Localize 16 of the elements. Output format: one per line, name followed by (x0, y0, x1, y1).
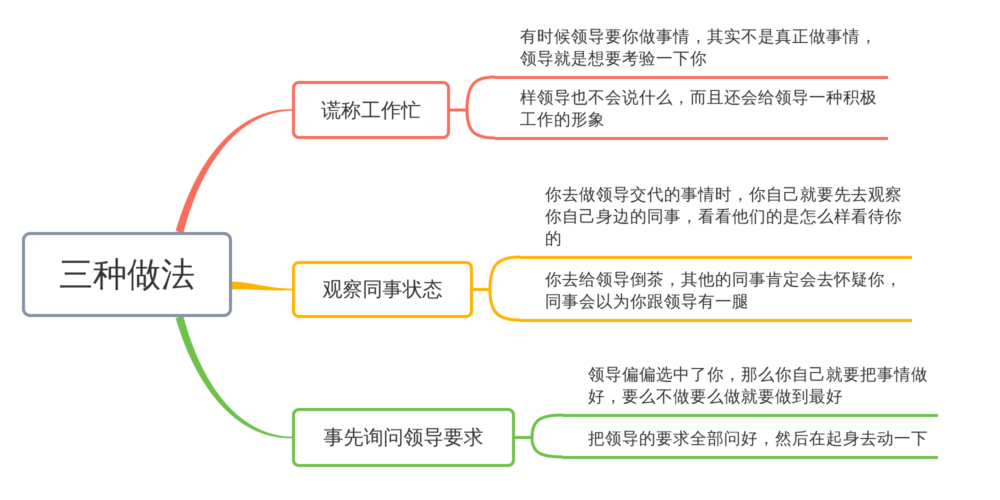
connector-line (515, 436, 564, 458)
connector-line (450, 108, 496, 140)
topic-box: 事先询问领导要求 (292, 408, 515, 467)
branch-connector (176, 316, 292, 438)
branch-connector (176, 109, 292, 234)
underlined-topic: 你去做领导交代的事情时，你自己就要先去观察你自己身边的同事，看看他们的是怎么样看待你的 (520, 182, 912, 258)
topic-box: 谎称工作忙 (292, 81, 450, 139)
central-topic-box: 三种做法 (22, 232, 232, 317)
underlined-topic: 有时候领导要你做事情，其实不是真正做事情，领导就是想要考验一下你 (495, 24, 888, 78)
topic-box: 观察同事状态 (292, 261, 473, 318)
underlined-topic: 把领导的要求全部问好，然后在起身去动一下 (563, 426, 938, 458)
underlined-topic: 你去给领导倒茶，其他的同事肯定会去怀疑你，同事会以为你跟领导有一腿 (520, 266, 912, 322)
connector-line (473, 288, 520, 322)
branch-connector (232, 282, 292, 290)
underlined-topic: 样领导也不会说什么，而且还会给领导一种积极工作的形象 (495, 84, 888, 140)
underlined-topic: 领导偏偏选中了你，那么你自己就要把事情做好，要么不做要么做就要做到最好 (563, 362, 938, 416)
